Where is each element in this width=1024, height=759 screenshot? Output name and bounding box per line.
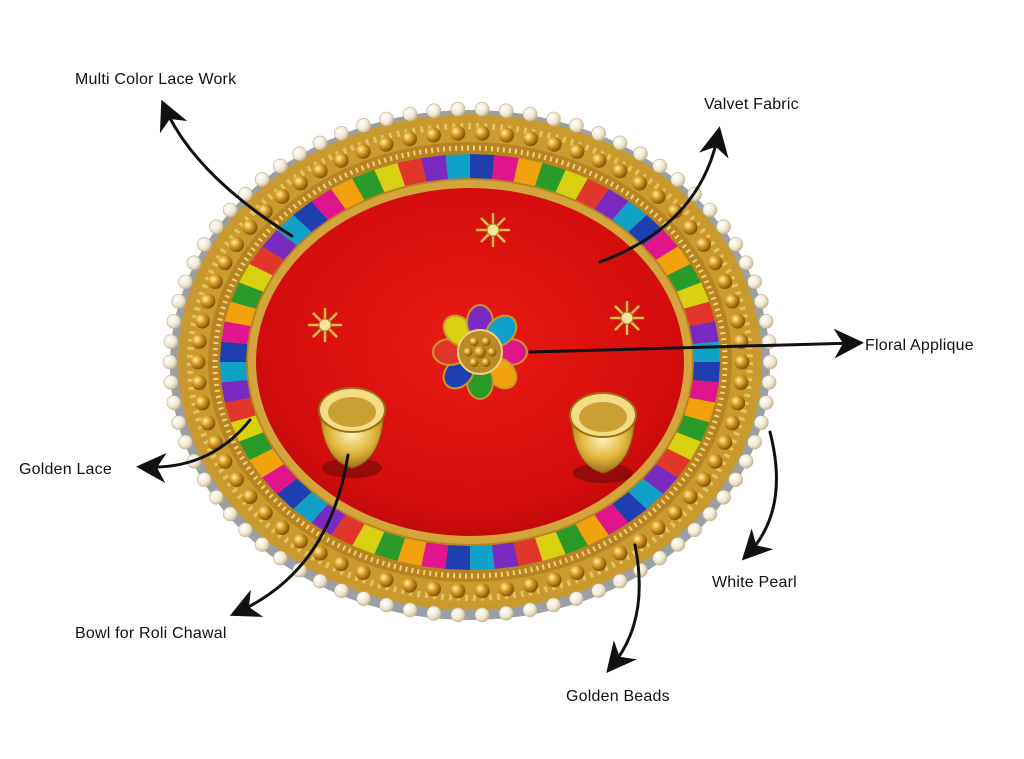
bowl-left: [318, 387, 386, 478]
arrow-golden-lace: [136, 418, 252, 483]
arrow-bowl: [229, 453, 350, 617]
white-pearls: [162, 101, 778, 623]
label-floral-applique: Floral Applique: [865, 337, 974, 354]
annotation-arrows: [136, 99, 864, 673]
bowl-right: [569, 392, 637, 483]
arrow-golden-beads: [606, 543, 641, 673]
label-golden-lace: Golden Lace: [19, 461, 112, 478]
label-multi-color-lace: Multi Color Lace Work: [75, 71, 237, 88]
arrow-valvet-fabric: [598, 126, 729, 264]
arrow-floral-applique: [528, 328, 864, 359]
label-golden-beads: Golden Beads: [566, 688, 670, 705]
star-motif: [307, 307, 343, 343]
floral-applique: [432, 304, 528, 400]
label-white-pearl: White Pearl: [712, 574, 797, 591]
label-bowl-roli-chawal: Bowl for Roli Chawal: [75, 625, 227, 642]
arrow-multi-color-lace: [159, 99, 294, 238]
star-motif: [609, 300, 645, 336]
label-valvet-fabric: Valvet Fabric: [704, 96, 799, 113]
star-motif: [475, 212, 511, 248]
arrow-white-pearl: [741, 430, 778, 561]
